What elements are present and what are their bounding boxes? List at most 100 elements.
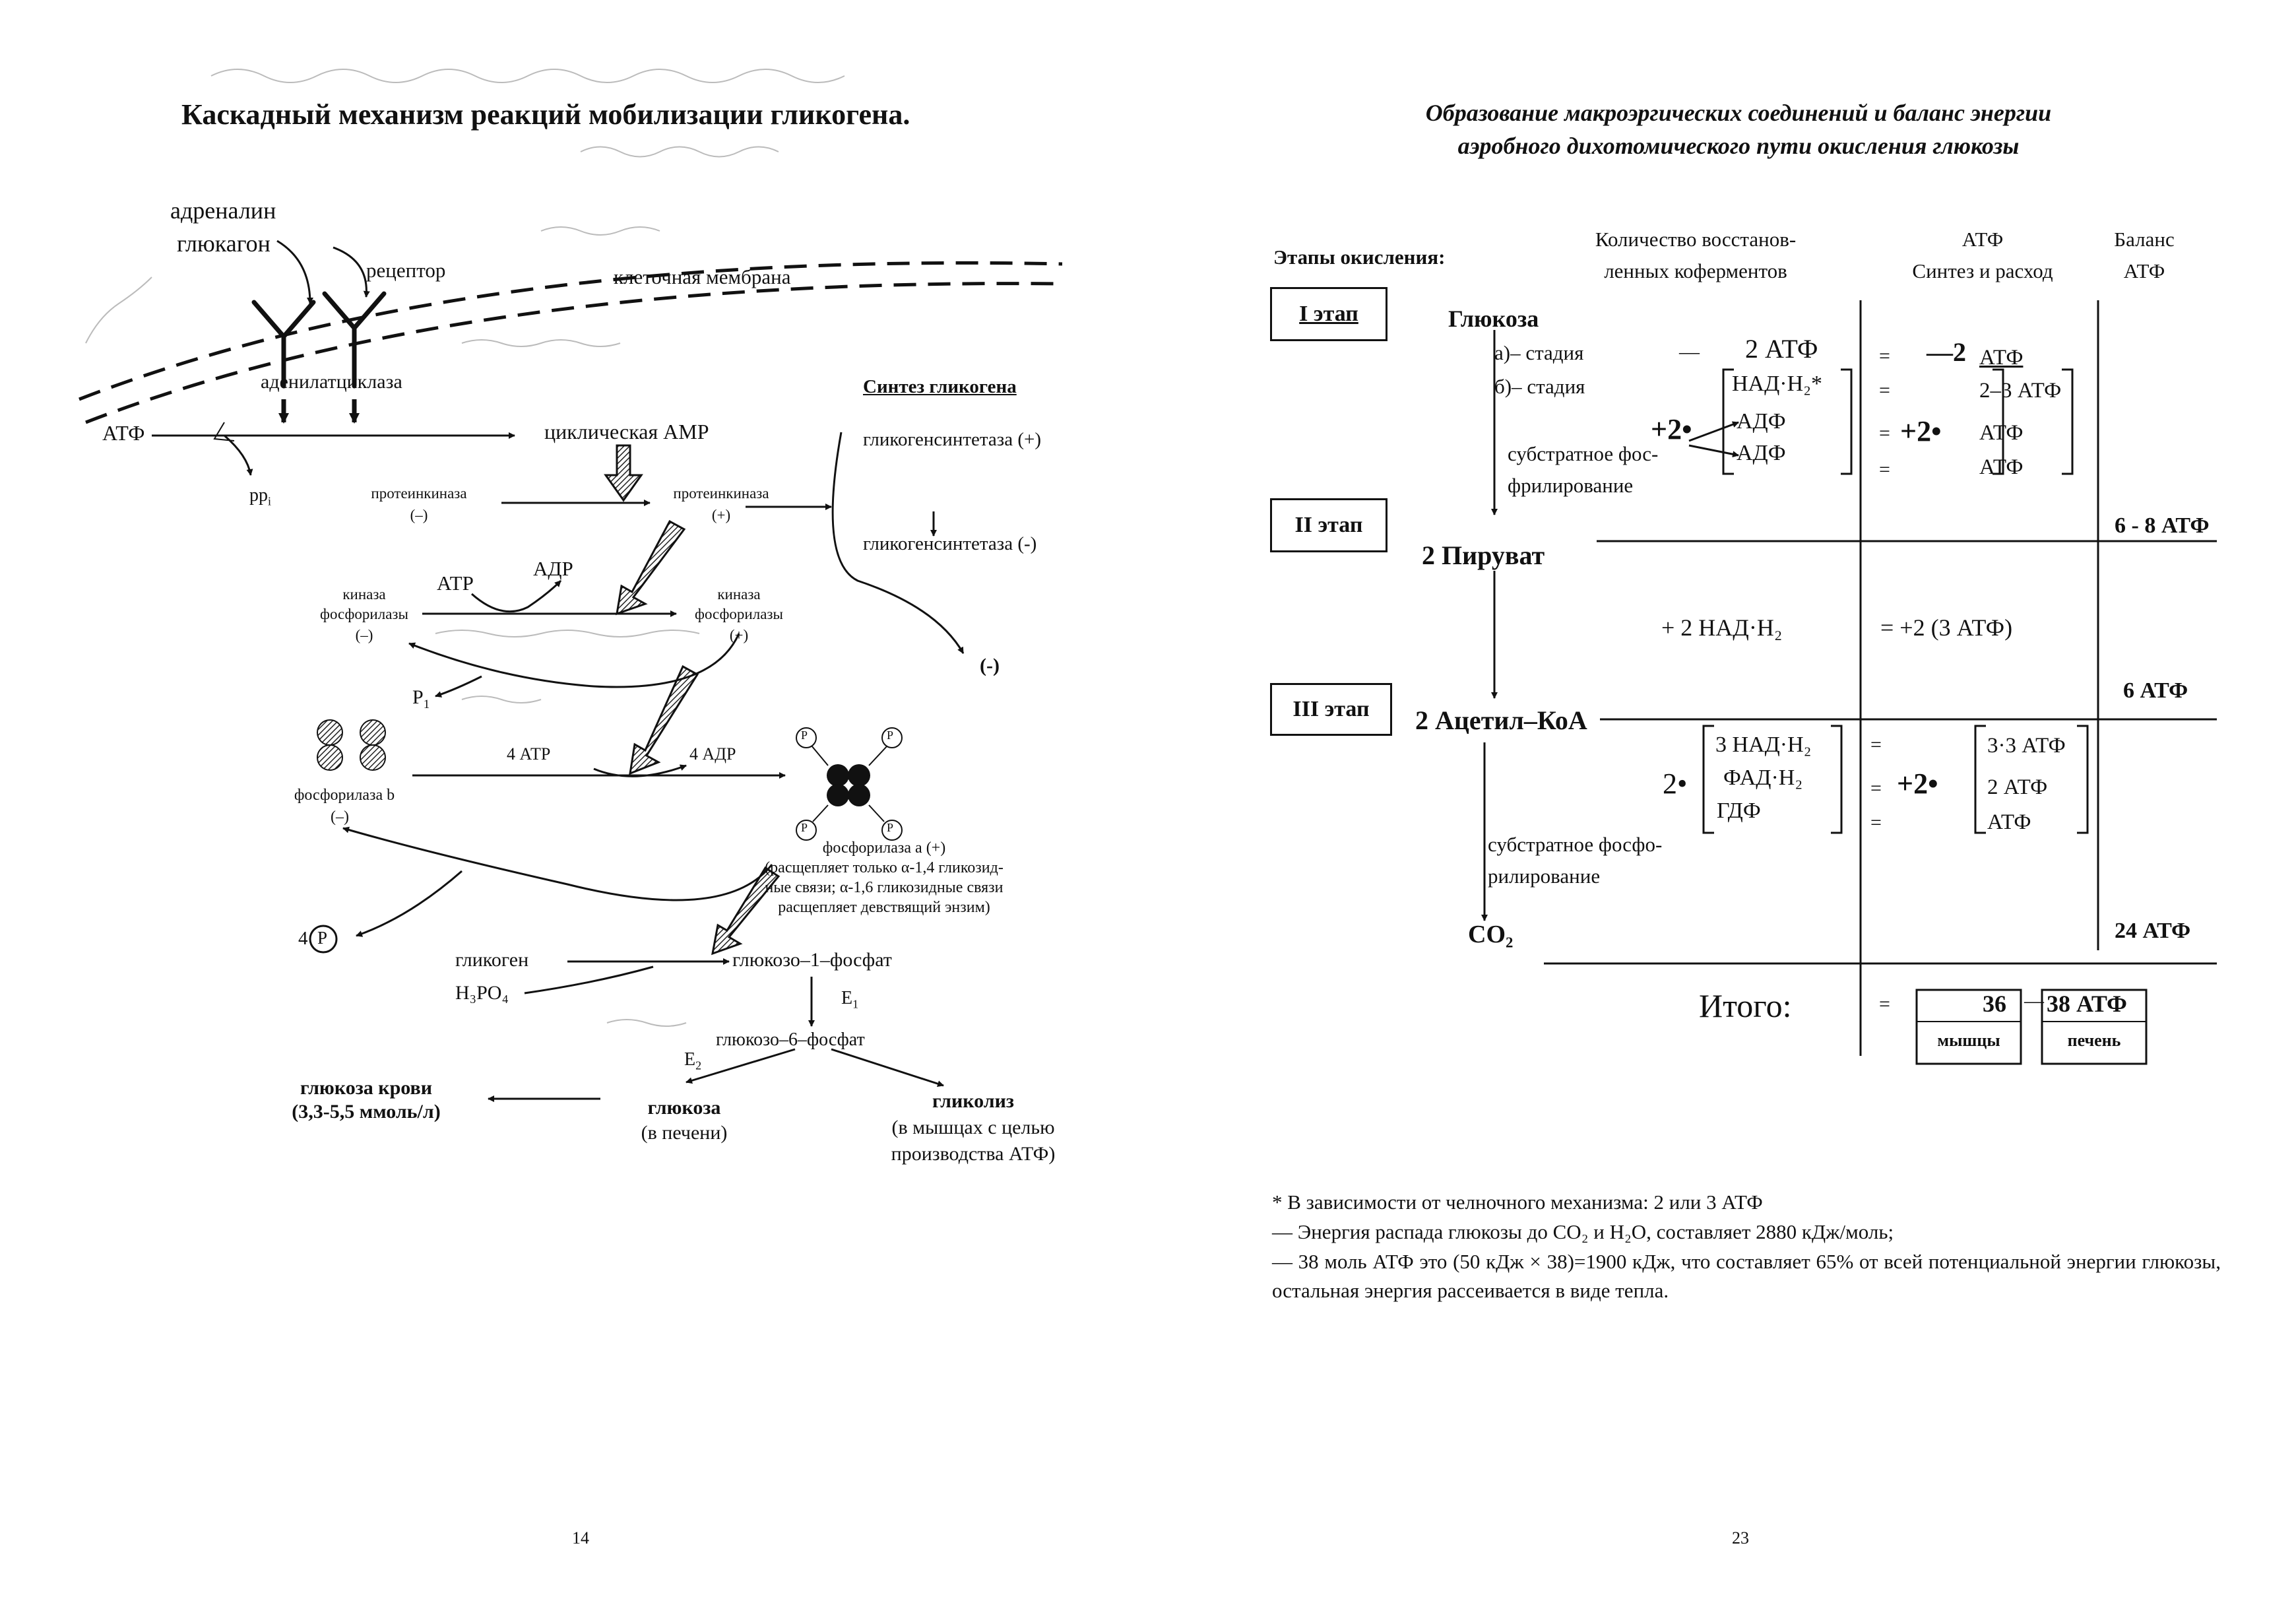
label-4p-count: 4 xyxy=(298,928,308,949)
eq-total: = xyxy=(1879,993,1890,1015)
label-co2: CO₂ xyxy=(1468,921,1514,948)
stage-3-nadh: 3 НАД·Н₂ xyxy=(1715,733,1812,757)
stage-a-2atp: 2 АТФ xyxy=(1745,334,1818,364)
label-total: Итого: xyxy=(1699,987,1792,1024)
atp-plus2: +2• xyxy=(1900,415,1942,447)
p-label-3: P xyxy=(801,821,808,834)
p-label-1: P xyxy=(801,729,808,742)
label-glucagon: глюкагон xyxy=(177,230,271,257)
header-balance-2: АТФ xyxy=(2123,259,2165,282)
left-page-number: 14 xyxy=(572,1528,589,1548)
label-glycogen-synthase-inactive: гликогенсинтетаза (-) xyxy=(863,533,1037,554)
stage-3-atp-3: АТФ xyxy=(1987,810,2031,834)
balance-stage-3: 24 АТФ xyxy=(2115,919,2191,943)
label-substrate-phos-4: рилирование xyxy=(1488,864,1601,888)
label-substrate-phos-3: субстратное фосфо- xyxy=(1488,833,1663,856)
label-pi: P1 xyxy=(412,686,430,711)
label-glycolysis-note-1: (в мышцах с целью xyxy=(891,1117,1055,1138)
label-phosphorylase-a-note-3: расщепляет девствящий энзим) xyxy=(778,899,990,916)
label-kinase-inactive-1: киназа xyxy=(342,586,386,603)
label-glycolysis: гликолиз xyxy=(932,1090,1014,1112)
label-adrenaline: адреналин xyxy=(170,197,276,224)
label-acetyl-coa: 2 Ацетил–КоА xyxy=(1415,705,1587,735)
label-4atr: 4 АТР xyxy=(507,744,551,764)
label-protein-kinase-inactive: протеинкиназа xyxy=(371,485,467,502)
label-phosphorylase-b: фосфорилаза b xyxy=(294,787,395,804)
stage-3-box: III этап xyxy=(1270,683,1392,736)
table-grid xyxy=(1544,300,2217,1056)
label-phosphorylase-a-note-2: ные связи; α-1,6 гликозидные связи xyxy=(765,879,1004,896)
right-page-title-line-2: аэробного дихотомического пути окисления… xyxy=(1457,133,2020,159)
stage-3-atp-1: 3·3 АТФ xyxy=(1987,734,2066,758)
stage-3-label: III этап xyxy=(1292,697,1370,721)
total-liver-label: печень xyxy=(2067,1031,2121,1050)
label-glycolysis-note-2: производства АТФ) xyxy=(891,1143,1056,1165)
label-glycogen-synthesis: Синтез гликогена xyxy=(863,376,1017,397)
header-atp-1: АТФ xyxy=(1961,228,2004,251)
label-glucose-liver-note: (в печени) xyxy=(641,1122,728,1144)
eq-2: = xyxy=(1879,379,1890,401)
label-substrate-phos-2: фрилирование xyxy=(1508,474,1634,497)
handwritten-scribbles xyxy=(85,69,845,1027)
label-protein-kinase-inactive-sign: (–) xyxy=(410,507,428,523)
label-glucose-liver: глюкоза xyxy=(647,1097,721,1119)
stage-b-nadh: НАД·Н₂* xyxy=(1732,372,1823,396)
total-box-liver xyxy=(2041,989,2148,1065)
label-kinase-inactive-2: фосфорилазы xyxy=(320,606,408,622)
label-receptor: рецептор xyxy=(366,259,446,282)
total-separator: — xyxy=(2024,990,2044,1012)
label-h3po4: H₃PO₄ xyxy=(455,982,509,1004)
eq-4: = xyxy=(1879,459,1890,480)
footnote-atp-efficiency: — 38 моль АТФ это (50 кДж × 38)=1900 кДж… xyxy=(1272,1250,2221,1302)
label-glucose: Глюкоза xyxy=(1448,306,1539,332)
label-synthesis-inhibited: (-) xyxy=(980,655,1000,676)
total-muscles-label: мышцы xyxy=(1937,1031,2000,1050)
total-liver-value: 38 АТФ xyxy=(2047,991,2127,1017)
stage-b-adf-1: АДФ xyxy=(1737,409,1786,434)
label-glycogen: гликоген xyxy=(455,949,529,971)
label-4adr: 4 АДР xyxy=(689,744,736,764)
balance-stage-1: 6 - 8 АТФ xyxy=(2115,513,2210,538)
label-atr: АТР xyxy=(437,571,474,595)
total-muscles-value: 36 xyxy=(1983,991,2006,1017)
stage-b-plus2: +2• xyxy=(1651,413,1692,445)
atp-minus2-num: —2 xyxy=(1927,337,1966,367)
stage-3-two: 2• xyxy=(1663,767,1688,800)
label-glucose-1-phosphate: глюкозо–1–фосфат xyxy=(732,949,892,971)
label-substrate-phos-1: субстратное фос- xyxy=(1508,442,1659,465)
label-camp: циклическая АМР xyxy=(544,420,709,443)
p-label-2: P xyxy=(887,729,894,742)
stage-3-atp-2: 2 АТФ xyxy=(1987,775,2048,799)
header-coenzymes-1: Количество восстанов- xyxy=(1595,228,1797,251)
atp-2-3: 2–3 АТФ xyxy=(1979,379,2062,403)
stage-1-box: I этап xyxy=(1270,287,1387,341)
label-glucose-6-phosphate: глюкозо–6–фосфат xyxy=(716,1029,865,1050)
eq-7: = xyxy=(1870,812,1882,833)
label-protein-kinase-active-sign: (+) xyxy=(711,507,731,523)
atp-row-2: АТФ xyxy=(1979,455,2024,479)
balance-stage-2: 6 АТФ xyxy=(2123,678,2188,703)
phosphorylase-a-shape xyxy=(796,727,903,841)
eq-1: = xyxy=(1879,345,1890,367)
stage-2-atp: = +2 (3 АТФ) xyxy=(1880,614,2013,641)
stage-2-nadh: + 2 НАД·Н₂ xyxy=(1661,614,1783,641)
label-adr: АДР xyxy=(533,557,573,580)
phosphorylase-b-shape xyxy=(317,719,386,771)
label-kinase-active-2: фосфорилазы xyxy=(695,606,783,622)
stage-a-dash: — xyxy=(1679,340,1700,363)
label-kinase-active-1: киназа xyxy=(717,586,761,603)
p-label-4: P xyxy=(887,821,894,834)
label-phosphorylase-b-sign: (–) xyxy=(331,808,349,826)
label-protein-kinase-active: протеинкиназа xyxy=(673,485,769,502)
stage-2-label: II этап xyxy=(1294,513,1363,537)
stage-b-adf-2: АДФ xyxy=(1737,441,1786,465)
footnote-shuttle: * В зависимости от челночного механизма:… xyxy=(1272,1190,1763,1214)
label-stage-b: б)– стадия xyxy=(1494,375,1585,398)
label-atp: АТФ xyxy=(102,421,145,445)
right-page-title-line-1: Образование макроэргических соединений и… xyxy=(1425,100,2052,126)
label-kinase-inactive-3: (–) xyxy=(355,627,373,643)
right-page-number: 23 xyxy=(1732,1528,1749,1548)
left-page-title: Каскадный механизм реакций мобилизации г… xyxy=(181,98,910,131)
label-stage-a: а)– стадия xyxy=(1494,341,1584,364)
